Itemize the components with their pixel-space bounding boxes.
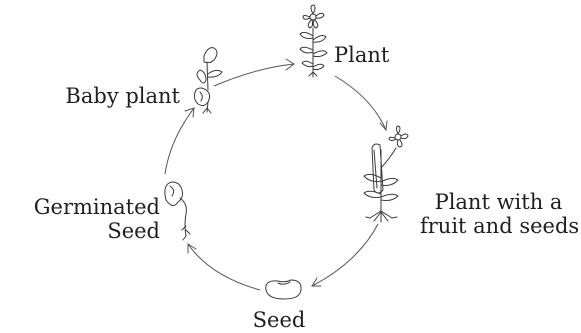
stage-label-baby-plant-line-1: Baby plant — [34, 84, 180, 108]
stage-label-plant: Plant — [334, 43, 389, 67]
cycle-arrow-seed-to-germinated — [188, 244, 260, 290]
stage-label-plant-with-fruit: Plant with a fruit and seeds — [420, 190, 577, 238]
baby-plant-illustration — [194, 48, 222, 113]
stage-label-seed-line-1: Seed — [249, 308, 309, 332]
stage-label-baby-plant: Baby plant — [34, 84, 180, 108]
stage-label-plant-with-fruit-line-2: fruit and seeds — [420, 214, 577, 238]
cycle-arrow-germinated-to-baby — [165, 108, 194, 174]
cycle-arrow-fruit-to-seed — [312, 224, 378, 286]
cycle-arrow-plant-to-fruit — [335, 76, 387, 130]
cycle-arrow-baby-to-plant — [214, 59, 294, 86]
stage-label-germinated-seed-line-1: Germinated — [8, 195, 160, 219]
germinated-seed-illustration — [165, 182, 190, 240]
stage-label-plant-with-fruit-line-1: Plant with a — [420, 190, 577, 214]
stage-label-germinated-seed: Germinated Seed — [8, 195, 160, 243]
stage-label-germinated-seed-line-2: Seed — [8, 219, 160, 243]
seed-illustration — [266, 280, 301, 299]
stage-label-seed: Seed — [249, 308, 309, 332]
fruiting-plant-illustration — [364, 126, 408, 222]
stage-label-plant-line-1: Plant — [334, 43, 389, 67]
flowering-plant-illustration — [300, 5, 327, 77]
